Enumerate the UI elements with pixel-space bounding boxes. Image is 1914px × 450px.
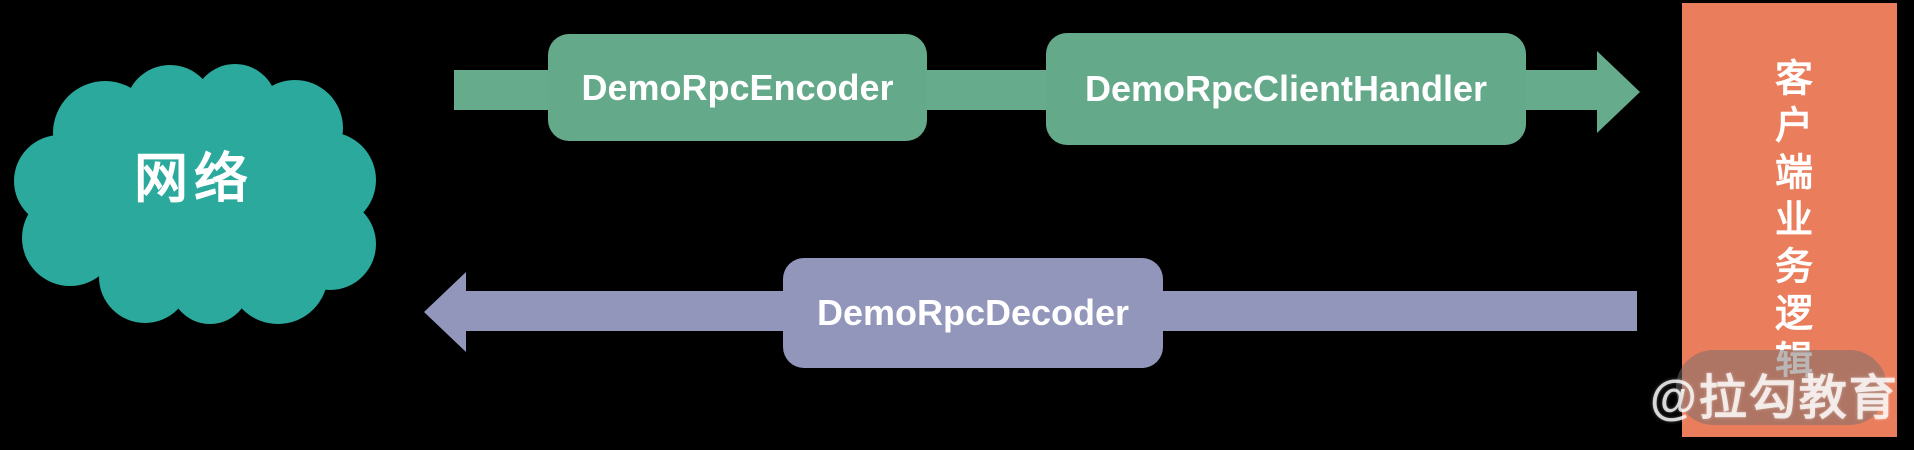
client-logic-panel-label: 客户端业务逻辑: [1768, 58, 1811, 387]
decoder-node: DemoRpcDecoder: [783, 258, 1163, 368]
response-arrowhead-icon: [424, 272, 466, 352]
watermark-badge: [1676, 350, 1887, 425]
watermark-text: @拉勾教育: [1650, 372, 1899, 425]
request-arrowhead-icon: [1597, 51, 1640, 133]
client-handler-node: DemoRpcClientHandler: [1046, 33, 1526, 145]
client-handler-node-label: DemoRpcClientHandler: [1084, 68, 1488, 109]
decoder-node-label: DemoRpcDecoder: [816, 292, 1130, 333]
encoder-node: DemoRpcEncoder: [548, 34, 927, 141]
network-cloud-icon: [14, 64, 376, 324]
encoder-node-label: DemoRpcEncoder: [581, 66, 894, 108]
network-cloud-label: 网络: [134, 149, 254, 209]
